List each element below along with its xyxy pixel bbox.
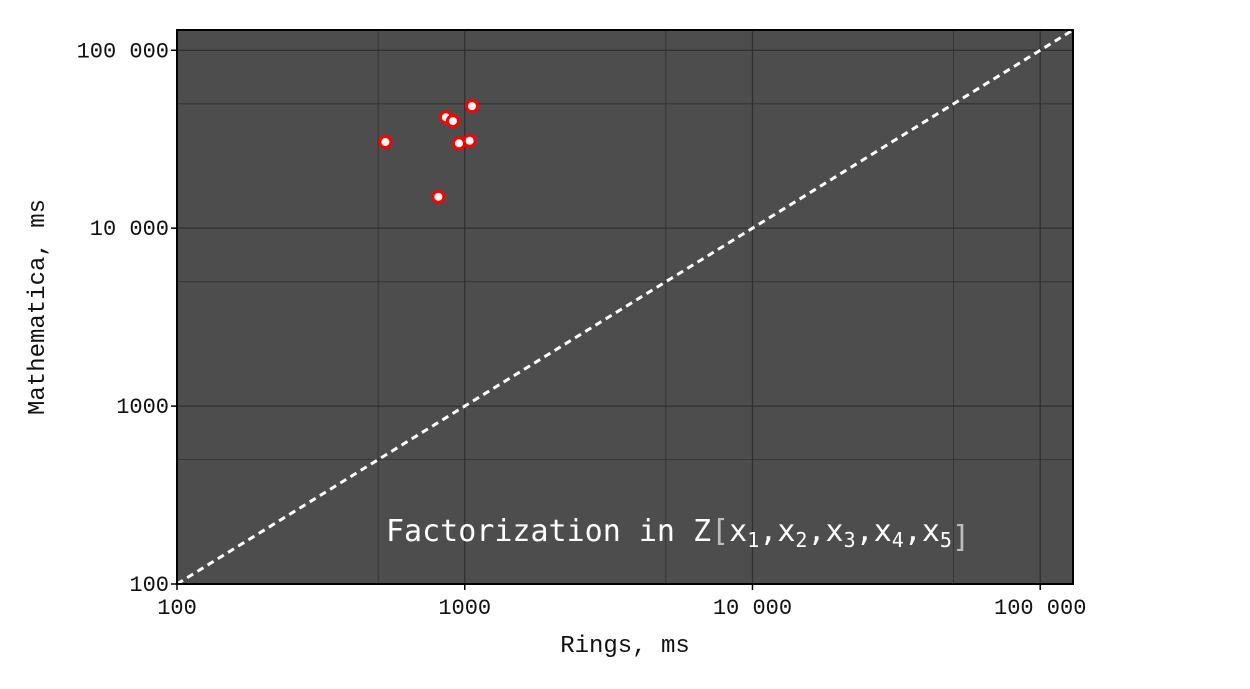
y-tick-label: 100 000 <box>77 39 169 64</box>
x-tick-label: 10 000 <box>713 596 792 621</box>
y-axis-label: Mathematica, ms <box>25 199 52 415</box>
data-points <box>378 99 480 204</box>
chart-annotation: Factorization in Z[x1,x2,x3,x4,x5] <box>386 514 970 555</box>
data-point <box>431 189 446 204</box>
data-point <box>445 114 460 129</box>
y-tick-label: 100 <box>129 573 169 598</box>
x-axis-label: Rings, ms <box>560 633 690 660</box>
x-axis-ticks: 100 1000 10 000 100 000 <box>157 584 1086 621</box>
grid-lines <box>177 30 1073 584</box>
x-tick-label: 100 000 <box>994 596 1086 621</box>
data-point <box>465 99 480 114</box>
data-point <box>462 133 477 148</box>
plot-frame <box>176 29 1074 585</box>
y-axis-ticks: 100 1000 10 000 100 000 <box>77 39 177 598</box>
x-tick-label: 100 <box>157 596 197 621</box>
x-tick-label: 1000 <box>438 596 491 621</box>
y-tick-label: 1000 <box>116 395 169 420</box>
data-point <box>378 135 393 150</box>
diagonal-reference-line <box>176 28 1074 586</box>
y-tick-label: 10 000 <box>90 217 169 242</box>
